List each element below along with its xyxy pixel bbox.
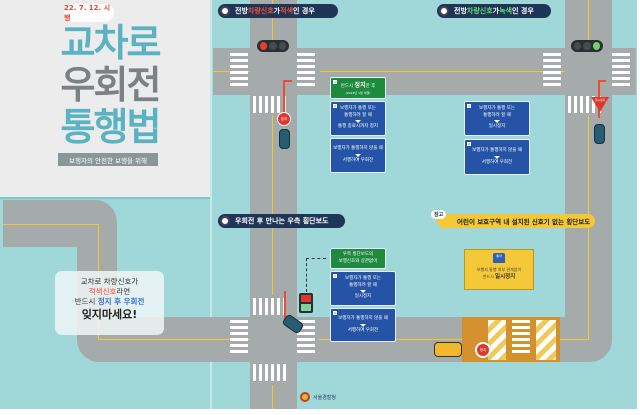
yield-sign	[591, 97, 609, 112]
crosswalk	[512, 320, 530, 353]
crosswalk	[253, 96, 286, 113]
crosswalk	[488, 320, 506, 360]
police-emblem-icon	[439, 6, 449, 16]
stop-sign: 정지	[277, 112, 291, 126]
lane-line	[272, 200, 273, 295]
poster-panel: 22. 7. 12. 시행 교차로 우회전 통행법 보행자의 안전한 보행을 위…	[0, 0, 210, 197]
right-turn-arrow	[283, 80, 292, 82]
police-emblem-icon	[300, 392, 310, 402]
lane-line	[3, 224, 98, 225]
reminder-line: 반드시 정지 후 우회전	[74, 297, 145, 306]
crosswalk	[536, 320, 556, 360]
lane-line	[320, 71, 565, 72]
poster-subtitle: 보행자의 안전한 보행을 위해	[58, 153, 158, 166]
crosswalk	[230, 320, 248, 353]
yield-sign-label: 일시정지	[594, 98, 606, 102]
title-line-1: 교차로	[60, 21, 162, 65]
crosswalk	[612, 53, 630, 86]
lane-line	[98, 339, 250, 340]
stop-sign: 정지	[475, 342, 491, 358]
straight-arrow	[284, 291, 286, 319]
right-turn-arrow	[283, 80, 285, 116]
title-line-2: 우회전	[60, 63, 162, 107]
title-pill-crosswalk: 우회전 후 만나는 우측 횡단보도	[218, 214, 345, 228]
reminder-line: 교차로 차량신호가	[80, 277, 139, 286]
lane-line	[588, 0, 589, 48]
lane-line	[272, 115, 273, 200]
poster-title: 교차로 우회전 통행법	[55, 22, 165, 148]
reminder-emphasis: 잊지마세요!	[81, 308, 138, 321]
dotted-connector	[306, 258, 326, 292]
reference-badge: 참고	[431, 210, 447, 219]
police-logo: 서울경찰청	[300, 392, 336, 402]
police-emblem-icon	[220, 6, 230, 16]
car	[279, 129, 290, 149]
car	[594, 124, 605, 144]
crosswalk	[543, 53, 561, 86]
divider	[0, 197, 210, 199]
school-zone-icon: 통학	[493, 253, 505, 263]
panel-divider	[210, 0, 212, 409]
crosswalk	[253, 298, 286, 315]
lane-line	[272, 385, 273, 409]
pedestrian-signal	[299, 293, 313, 313]
lane-line	[318, 339, 588, 340]
crosswalk	[230, 53, 248, 86]
crosswalk	[297, 53, 315, 86]
traffic-light-red	[257, 40, 289, 52]
school-bus	[434, 342, 462, 357]
right-turn-arrow	[598, 80, 606, 82]
crosswalk	[253, 364, 286, 381]
reminder-line: 적색신호라면	[88, 287, 131, 296]
date-badge: 22. 7. 12. 시행	[64, 4, 114, 22]
lane-line	[588, 115, 589, 200]
lane-line	[272, 0, 273, 48]
crosswalk	[297, 320, 315, 353]
reminder-box: 교차로 차량신호가 적색신호라면 반드시 정지 후 우회전 잊지마세요!	[55, 271, 164, 335]
police-emblem-icon	[220, 216, 230, 226]
school-zone-sign: 통학 보행자 통행 여부 관계없이 반드시 일시정지	[464, 249, 534, 290]
traffic-light-green	[571, 40, 603, 52]
lane-line	[588, 200, 589, 340]
title-line-3: 통행법	[60, 105, 162, 149]
